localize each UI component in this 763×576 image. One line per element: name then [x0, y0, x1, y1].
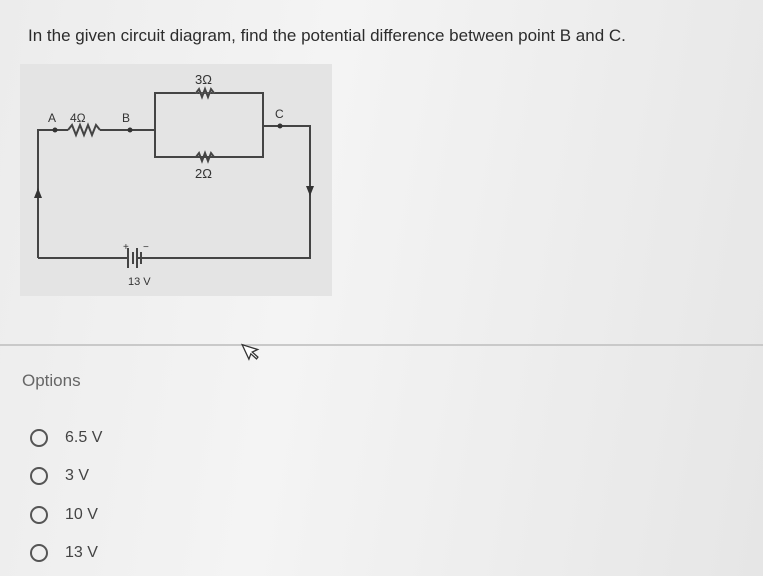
radio-button[interactable]	[30, 429, 48, 447]
arrow-down-icon	[306, 186, 314, 196]
arrow-up-icon	[34, 188, 42, 198]
option-label: 13 V	[65, 544, 98, 561]
label-r2: 3Ω	[195, 72, 212, 87]
option-label: 3 V	[65, 467, 90, 484]
label-battery: 13 V	[128, 276, 151, 288]
label-minus: −	[143, 242, 149, 253]
label-r1: 4Ω	[70, 111, 86, 125]
option-label: 6.5 V	[65, 429, 103, 446]
label-a: A	[48, 111, 56, 125]
divider	[0, 344, 763, 346]
node-b	[127, 127, 133, 133]
option-4[interactable]: 13 V	[30, 544, 98, 562]
radio-button[interactable]	[30, 506, 48, 524]
radio-button[interactable]	[30, 467, 48, 485]
mouse-cursor-icon	[240, 340, 260, 369]
options-heading: Options	[22, 371, 81, 390]
label-plus: +	[123, 242, 129, 253]
node-a	[52, 127, 58, 133]
label-b: B	[122, 111, 130, 125]
radio-button[interactable]	[30, 544, 48, 562]
circuit-diagram: A 4Ω B C 3Ω 2Ω + − 13 V	[20, 64, 332, 296]
option-2[interactable]: 3 V	[30, 467, 89, 485]
label-r3: 2Ω	[195, 166, 212, 181]
question-text: In the given circuit diagram, find the p…	[28, 26, 626, 45]
node-c	[277, 123, 283, 129]
label-c: C	[275, 107, 284, 121]
option-3[interactable]: 10 V	[30, 506, 98, 524]
option-label: 10 V	[65, 506, 98, 523]
option-1[interactable]: 6.5 V	[30, 429, 102, 447]
